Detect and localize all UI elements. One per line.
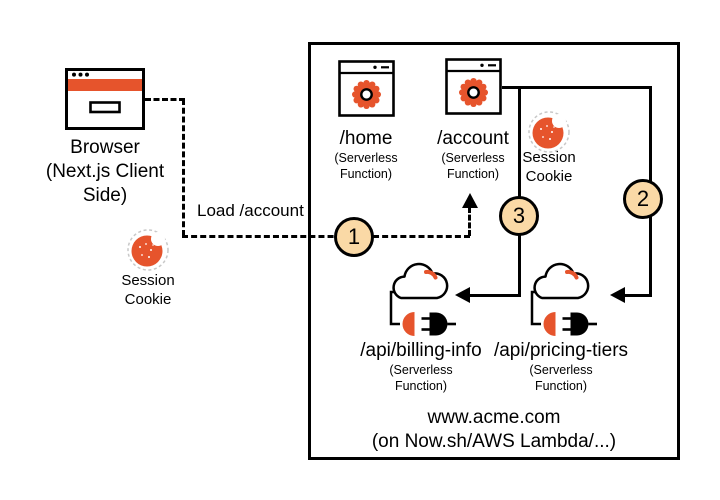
browser-window-icon [65, 68, 145, 130]
cookie-icon [528, 111, 570, 153]
step-number: 3 [512, 203, 526, 228]
outer-cookie-label: Session Cookie [121, 272, 175, 308]
step-circle-3: 3 [499, 196, 539, 236]
edge-account-branch-top [502, 86, 652, 89]
edge-step3-vertical [518, 86, 521, 296]
gear-window-icon [445, 58, 502, 115]
home-title: /home [339, 128, 393, 149]
edge-load-account-seg2 [182, 99, 185, 236]
cookie-icon [127, 229, 169, 271]
gear-window-icon [338, 60, 395, 117]
account-title: /account [437, 128, 509, 149]
account-node-label: /account (Serverless Function) [421, 128, 525, 182]
edge-step3-shaft [470, 294, 521, 297]
step-circle-1: 1 [334, 217, 374, 257]
billing-subtitle: (Serverless Function) [389, 362, 453, 394]
cloud-plug-icon [389, 262, 456, 336]
edge-load-account-label: Load /account [197, 201, 304, 220]
pricing-subtitle: (Serverless Function) [529, 362, 593, 394]
account-subtitle: (Serverless Function) [441, 150, 505, 182]
home-subtitle: (Serverless Function) [334, 150, 398, 182]
server-boundary-box [308, 42, 680, 460]
pricing-title: /api/pricing-tiers [493, 340, 629, 361]
inner-cookie-label: Session Cookie [522, 149, 576, 185]
cloud-plug-icon [530, 262, 597, 336]
arrow-left-icon [610, 287, 625, 303]
boundary-title: www.acme.com (on Now.sh/AWS Lambda/...) [371, 407, 617, 452]
edge-load-account-seg1 [145, 98, 185, 101]
billing-node-label: /api/billing-info (Serverless Function) [341, 340, 501, 394]
home-node-label: /home (Serverless Function) [314, 128, 418, 182]
edge-load-account-seg3 [182, 235, 470, 238]
step-number: 1 [347, 224, 361, 249]
step-circle-2: 2 [623, 179, 663, 219]
arrow-up-icon [462, 193, 478, 208]
arrow-left-icon [455, 287, 470, 303]
pricing-node-label: /api/pricing-tiers (Serverless Function) [481, 340, 641, 394]
browser-label: Browser (Next.js Client Side) [45, 137, 165, 206]
step-number: 2 [636, 186, 650, 211]
edge-step2-shaft [625, 294, 652, 297]
edge-load-account-seg4 [468, 207, 471, 236]
billing-title: /api/billing-info [360, 340, 482, 361]
